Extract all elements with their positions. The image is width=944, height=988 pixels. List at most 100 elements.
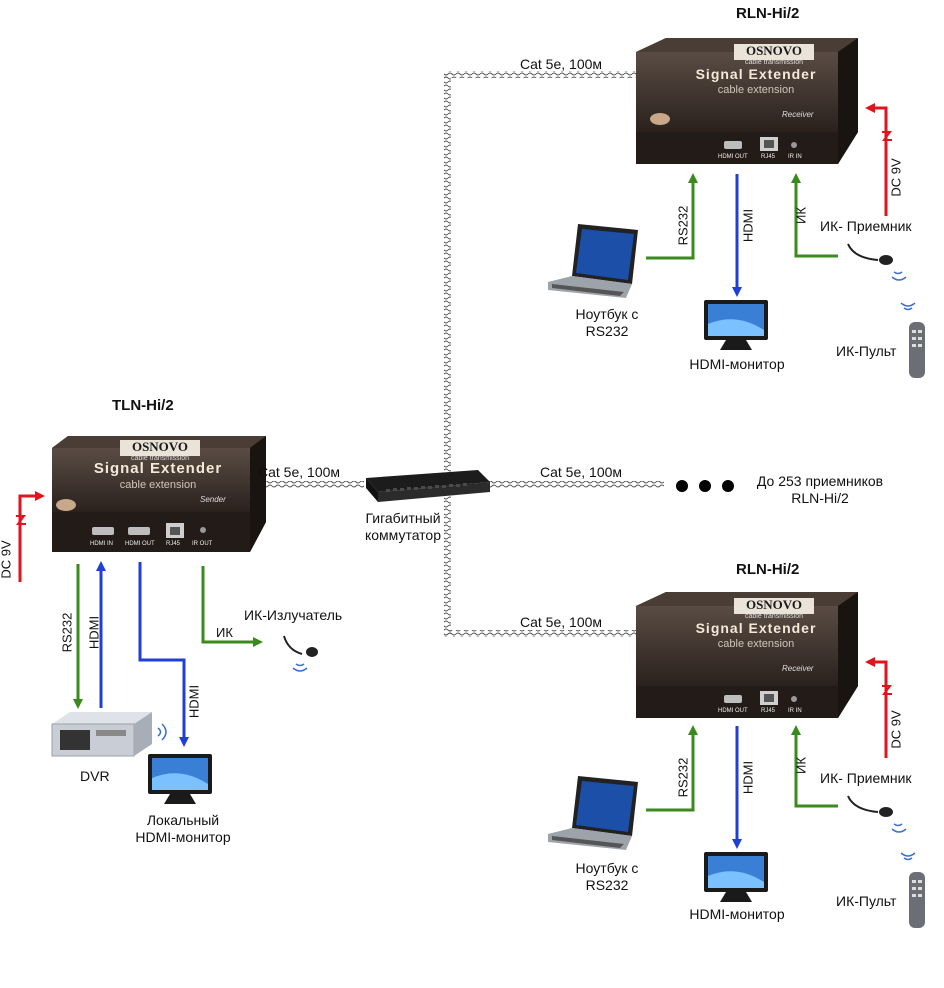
receiver-top-remote-label: ИК-Пульт (836, 343, 897, 359)
receiver-bottom-power-line (865, 657, 888, 758)
dvr-label: DVR (80, 768, 110, 784)
receiver-top-brand-logo: OSNOVO (734, 44, 814, 60)
sender-power-label: DC 9V (0, 540, 14, 579)
switch-label-1: Гигабитный (365, 510, 441, 526)
receiver-top-role: Receiver (782, 110, 814, 119)
sender-ir-label: ИК (216, 625, 233, 640)
receiver-top-laptop-icon (548, 224, 638, 298)
sender-device (52, 436, 266, 552)
receiver-top-monitor-icon (704, 300, 768, 350)
receiver-bottom-connections (646, 657, 892, 849)
switch-label-2: коммутатор (364, 527, 442, 543)
receiver-bottom-port-2: RJ45 (761, 708, 776, 714)
ir-emitter-icon (283, 635, 318, 672)
sender-power-line (18, 491, 45, 582)
receiver-top-connections (646, 103, 892, 297)
cable-receiver-top (444, 71, 652, 78)
receiver-bottom-laptop-label-2: RS232 (585, 877, 629, 893)
receiver-bottom-ir-receiver-icon (847, 795, 907, 833)
ellipsis-icon (676, 480, 734, 492)
sender-brand-sub: cable transmission (131, 455, 189, 462)
receiver-top-ir-label: ИК (793, 207, 809, 224)
more-receivers-label-2: RLN-Hi/2 (791, 490, 849, 506)
ir-emitter-label: ИК-Излучатель (244, 607, 343, 623)
receiver-top-power-label: DC 9V (888, 158, 904, 197)
receiver-bottom-role: Receiver (782, 664, 814, 673)
sender-product-sub: cable extension (119, 479, 197, 491)
sender-model-label: TLN-Hi/2 (112, 397, 174, 414)
power-bolt-icon (882, 685, 892, 695)
receiver-top-rs232-label: RS232 (675, 205, 691, 246)
gigabit-switch (366, 470, 490, 502)
receiver-bottom-laptop-icon (548, 776, 638, 850)
receiver-top-product-sub: cable extension (717, 84, 795, 96)
receiver-top-model-label: RLN-Hi/2 (736, 5, 800, 22)
receiver-top-port-3: IR IN (788, 154, 802, 160)
receiver-top-laptop-label-2: RS232 (585, 323, 629, 339)
cable-trunk (444, 74, 451, 636)
receiver-bottom-power-label: DC 9V (888, 710, 904, 749)
receiver-top-ir-receiver-label: ИК- Приемник (820, 218, 912, 234)
receiver-top-rs232-line (646, 173, 698, 260)
sender-hdmi-out-label: HDMI (186, 684, 202, 719)
sender-port-1: HDMI IN (90, 541, 113, 547)
receiver-bottom-product-title: Signal Extender (695, 620, 817, 636)
local-monitor-icon (148, 754, 212, 804)
cable-switch-more (488, 481, 664, 488)
power-bolt-icon (882, 131, 892, 141)
cable-sender-switch (256, 481, 364, 488)
receiver-top-ir-receiver-icon (847, 243, 907, 281)
sender-product-title: Signal Extender (93, 460, 223, 477)
cable-bottom-label: Cat 5e, 100м (520, 614, 603, 630)
sender-hdmi-out-line (138, 562, 189, 747)
receiver-top-remote-icon (900, 302, 925, 378)
receiver-bottom-ir-receiver-label: ИК- Приемник (820, 770, 912, 786)
receiver-top-brand-sub: cable transmission (745, 59, 803, 66)
receiver-bottom-model-label: RLN-Hi/2 (736, 561, 800, 578)
receiver-bottom-remote-label: ИК-Пульт (836, 893, 897, 909)
receiver-bottom-brand-logo: OSNOVO (734, 598, 814, 614)
receiver-top-monitor-label: HDMI-монитор (689, 356, 785, 372)
receiver-bottom-laptop-label-1: Ноутбук с (575, 860, 639, 876)
receiver-bottom-rs232-line (646, 725, 698, 812)
cable-middle-label: Cat 5e, 100м (540, 464, 623, 480)
receiver-bottom-ir-line (791, 725, 838, 808)
sender-port-3: RJ45 (166, 541, 181, 547)
local-monitor-label-2: HDMI-монитор (135, 829, 231, 845)
sender-role: Sender (200, 495, 226, 504)
receiver-top-hdmi-label: HDMI (740, 208, 756, 243)
power-bolt-icon (16, 515, 26, 525)
receiver-top-product-title: Signal Extender (695, 66, 817, 82)
receiver-bottom-hdmi-label: HDMI (740, 760, 756, 795)
receiver-bottom-monitor-icon (704, 852, 768, 902)
receiver-bottom-brand-sub: cable transmission (745, 613, 803, 620)
receiver-bottom-ir-label: ИК (793, 757, 809, 774)
sender-hdmi-label: HDMI (86, 615, 102, 650)
sender-connections (16, 491, 263, 747)
sender-port-2: HDMI OUT (125, 541, 155, 547)
cable-receiver-bottom (444, 630, 652, 637)
receiver-top-ir-line (791, 173, 838, 258)
cable-top-label: Cat 5e, 100м (520, 56, 603, 72)
receiver-top-power-line (865, 103, 888, 216)
sender-rs232-label: RS232 (59, 612, 75, 653)
sender-ir-line (201, 566, 263, 647)
cable-sender-label: Cat 5e, 100м (258, 464, 341, 480)
sender-port-4: IR OUT (192, 541, 213, 547)
receiver-bottom-rs232-label: RS232 (675, 757, 691, 798)
receiver-top-laptop-label-1: Ноутбук с (575, 306, 639, 322)
receiver-top-port-1: HDMI OUT (718, 154, 748, 160)
receiver-bottom-remote-icon (900, 852, 925, 928)
receiver-bottom-product-sub: cable extension (717, 638, 795, 650)
dvr-icon (51, 712, 167, 757)
receiver-bottom-port-1: HDMI OUT (718, 708, 748, 714)
local-monitor-label-1: Локальный (146, 812, 220, 828)
receiver-bottom-port-3: IR IN (788, 708, 802, 714)
receiver-bottom-monitor-label: HDMI-монитор (689, 906, 785, 922)
receiver-top-port-2: RJ45 (761, 154, 776, 160)
more-receivers-label-1: До 253 приемников (756, 473, 884, 489)
sender-brand-logo: OSNOVO (120, 440, 200, 456)
cable-network (256, 71, 664, 637)
